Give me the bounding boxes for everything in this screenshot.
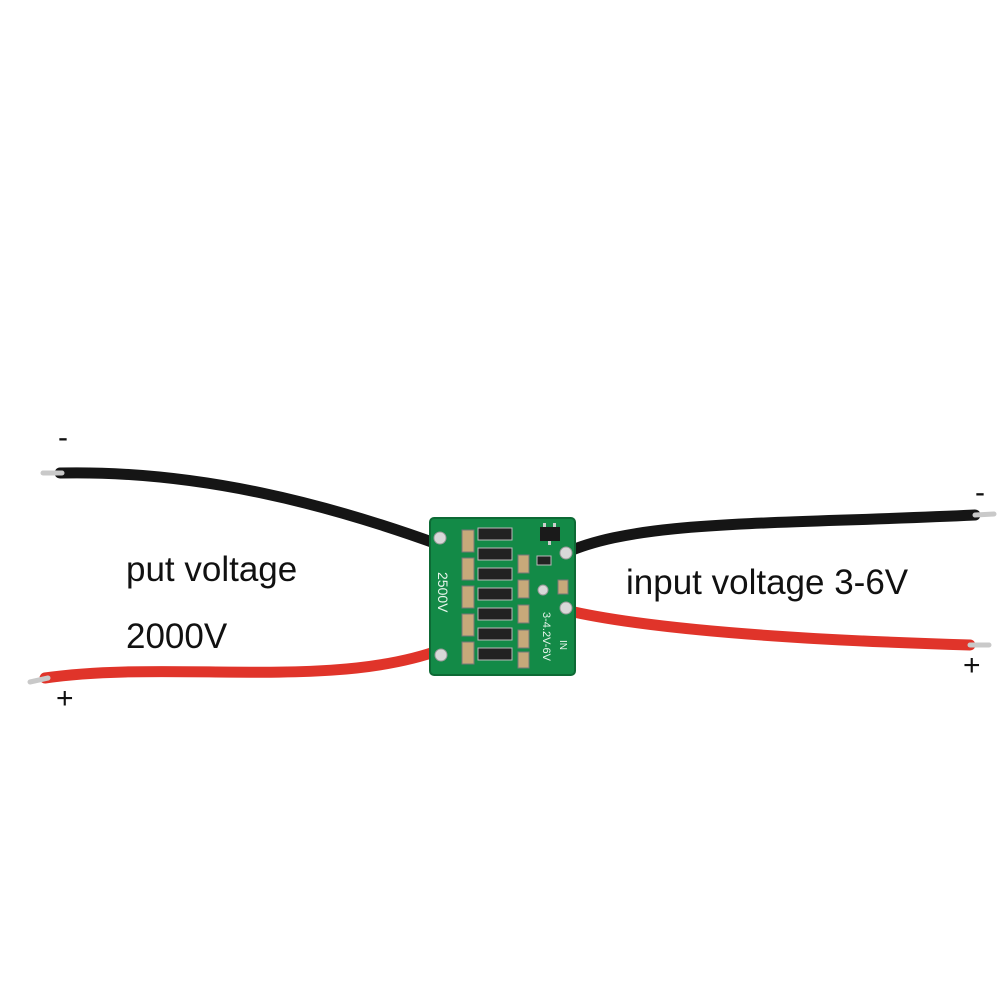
output-voltage-label-line2: 2000V bbox=[126, 617, 228, 656]
left-silkscreen-text: 2500V bbox=[435, 572, 451, 613]
right-in-mark: IN bbox=[557, 640, 568, 650]
input-voltage-label: input voltage 3-6V bbox=[626, 563, 909, 602]
right-black-wire bbox=[559, 509, 981, 559]
left-minus-sign: - bbox=[58, 421, 68, 454]
pcb-board: 2500V 3-4.2V-6V IN bbox=[429, 517, 576, 676]
capacitor-column bbox=[461, 529, 475, 665]
left-red-wire-tip bbox=[27, 675, 51, 685]
right-minus-sign: - bbox=[975, 476, 985, 509]
pad-right-top bbox=[559, 546, 573, 560]
diode-column bbox=[477, 527, 513, 661]
right-red-wire bbox=[559, 604, 976, 651]
output-voltage-label-line1: put voltage bbox=[126, 550, 298, 589]
pad-left-top bbox=[433, 531, 447, 545]
left-black-wire bbox=[54, 467, 446, 551]
right-plus-sign: + bbox=[963, 649, 981, 682]
left-plus-sign: + bbox=[56, 682, 74, 715]
right-black-wire-tip bbox=[972, 511, 997, 518]
component-column-right bbox=[517, 554, 530, 669]
pad-left-bottom bbox=[434, 648, 448, 662]
left-red-wire bbox=[39, 644, 446, 684]
right-silkscreen-text: 3-4.2V-6V bbox=[540, 612, 552, 662]
pad-right-bottom bbox=[559, 601, 573, 615]
transistor-chip bbox=[540, 527, 560, 541]
